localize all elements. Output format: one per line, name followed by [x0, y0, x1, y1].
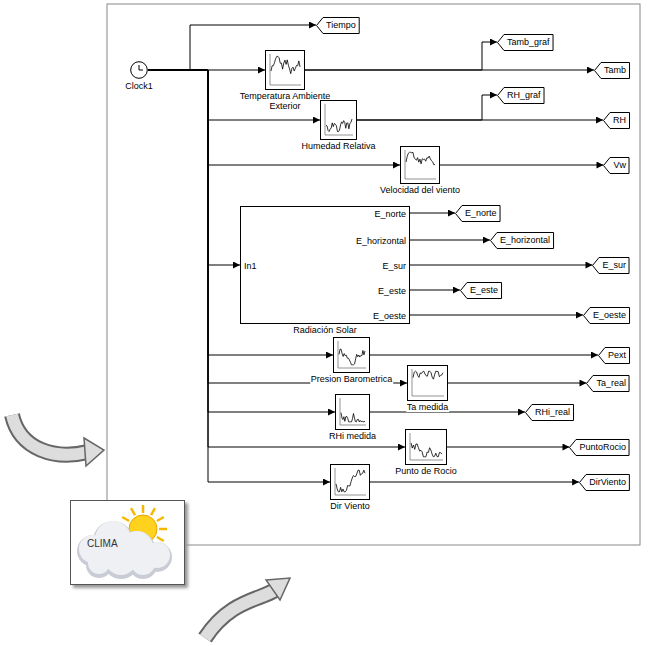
- signal-line: [357, 120, 603, 121]
- signal-source-block: Humedad Relativa: [320, 100, 357, 140]
- signal-line: [410, 265, 592, 266]
- output-port-name: E_este: [378, 286, 406, 296]
- signal-line: [410, 213, 455, 214]
- signal-line: [410, 290, 460, 291]
- signal-line: [440, 165, 603, 166]
- waveform-icon: [334, 338, 369, 372]
- outport-block: RHi_real: [525, 404, 574, 421]
- waveform-icon: [336, 395, 369, 429]
- output-port-name: E_sur: [382, 261, 406, 271]
- block-name: Velocidad del viento: [379, 185, 461, 195]
- signal-source-block: RHi medida: [335, 394, 370, 430]
- port-name: Ta_real: [596, 378, 626, 388]
- waveform-icon: [406, 430, 446, 464]
- outport-block: E_horizontal: [490, 232, 554, 249]
- port-name: Tiempo: [326, 20, 356, 30]
- clock-block: Clock1: [130, 61, 148, 79]
- outport-block: Vw: [603, 157, 630, 174]
- model-frame: [107, 4, 640, 545]
- signal-line: [370, 482, 579, 483]
- waveform-icon: [408, 366, 447, 400]
- outport-block: Tiempo: [316, 17, 360, 34]
- curved-arrow: [205, 578, 290, 638]
- port-name: E_sur: [602, 260, 626, 270]
- port-name: E_horizontal: [500, 235, 550, 245]
- block-name: RHi medida: [328, 431, 377, 441]
- signal-source-block: Ta medida: [407, 365, 448, 401]
- outport-block: Tamb: [594, 62, 630, 79]
- port-name: Tamb_graf: [507, 37, 550, 47]
- block-name: Humedad Relativa: [300, 141, 376, 151]
- port-name: DirViento: [589, 477, 626, 487]
- block-name: Presion Barometrica: [310, 374, 394, 384]
- outport-block: RH_graf: [497, 87, 545, 104]
- block-name: Radiación Solar: [292, 325, 358, 335]
- signal-line: [305, 42, 497, 70]
- port-name: RHi_real: [535, 407, 570, 417]
- curved-arrow: [12, 415, 104, 466]
- port-name: RH: [613, 115, 626, 125]
- icon-caption: CLIMA: [87, 539, 118, 549]
- clock-icon: [130, 61, 148, 79]
- port-name: RH_graf: [507, 90, 541, 100]
- outport-block: E_sur: [592, 257, 630, 274]
- signal-line: [410, 240, 490, 241]
- input-port-name: In1: [244, 261, 257, 271]
- signal-line: [410, 315, 583, 316]
- signal-line: [448, 383, 586, 384]
- block-name: Dir Viento: [329, 501, 370, 511]
- outport-block: Ta_real: [586, 375, 630, 392]
- outport-block: RH: [603, 112, 630, 129]
- outport-block: Tamb_graf: [497, 34, 554, 51]
- waveform-icon: [331, 465, 369, 499]
- waveform-icon: [266, 51, 304, 89]
- port-name: E_este: [470, 285, 498, 295]
- signal-line: [357, 95, 497, 120]
- port-name: PuntoRocio: [579, 442, 626, 452]
- outport-block: E_norte: [455, 205, 501, 222]
- outport-block: E_este: [460, 282, 502, 299]
- signal-source-block: Velocidad del viento: [400, 146, 440, 184]
- output-port-name: E_oeste: [373, 311, 406, 321]
- signal-source-block: Punto de Rocio: [405, 429, 447, 465]
- signal-line: [148, 70, 240, 265]
- waveform-icon: [401, 147, 439, 183]
- outport-block: PuntoRocio: [569, 439, 630, 456]
- outport-block: DirViento: [579, 474, 630, 491]
- outport-block: Pext: [598, 347, 630, 364]
- block-name: Punto de Rocio: [394, 466, 458, 476]
- outport-block: E_oeste: [583, 307, 630, 324]
- output-port-name: E_horizontal: [356, 236, 406, 246]
- signal-line: [447, 447, 569, 448]
- signal-source-block: Dir Viento: [330, 464, 370, 500]
- waveform-icon: [321, 101, 356, 139]
- block-name: Clock1: [124, 81, 154, 91]
- signal-source-block: Temperatura Ambiente Exterior: [265, 50, 305, 90]
- subsystem-block: In1 E_norteE_horizontalE_surE_esteE_oeste…: [240, 206, 410, 324]
- port-name: E_oeste: [593, 310, 626, 320]
- block-name: Ta medida: [406, 402, 450, 412]
- output-port-name: E_norte: [374, 209, 406, 219]
- port-name: Vw: [613, 160, 626, 170]
- port-name: E_norte: [465, 208, 497, 218]
- port-name: Tamb: [604, 65, 626, 75]
- climate-icon: CLIMA: [70, 500, 185, 585]
- signal-source-block: Presion Barometrica: [333, 337, 370, 373]
- signal-line: [305, 70, 594, 71]
- port-name: Pext: [608, 350, 626, 360]
- signal-line: [370, 355, 598, 356]
